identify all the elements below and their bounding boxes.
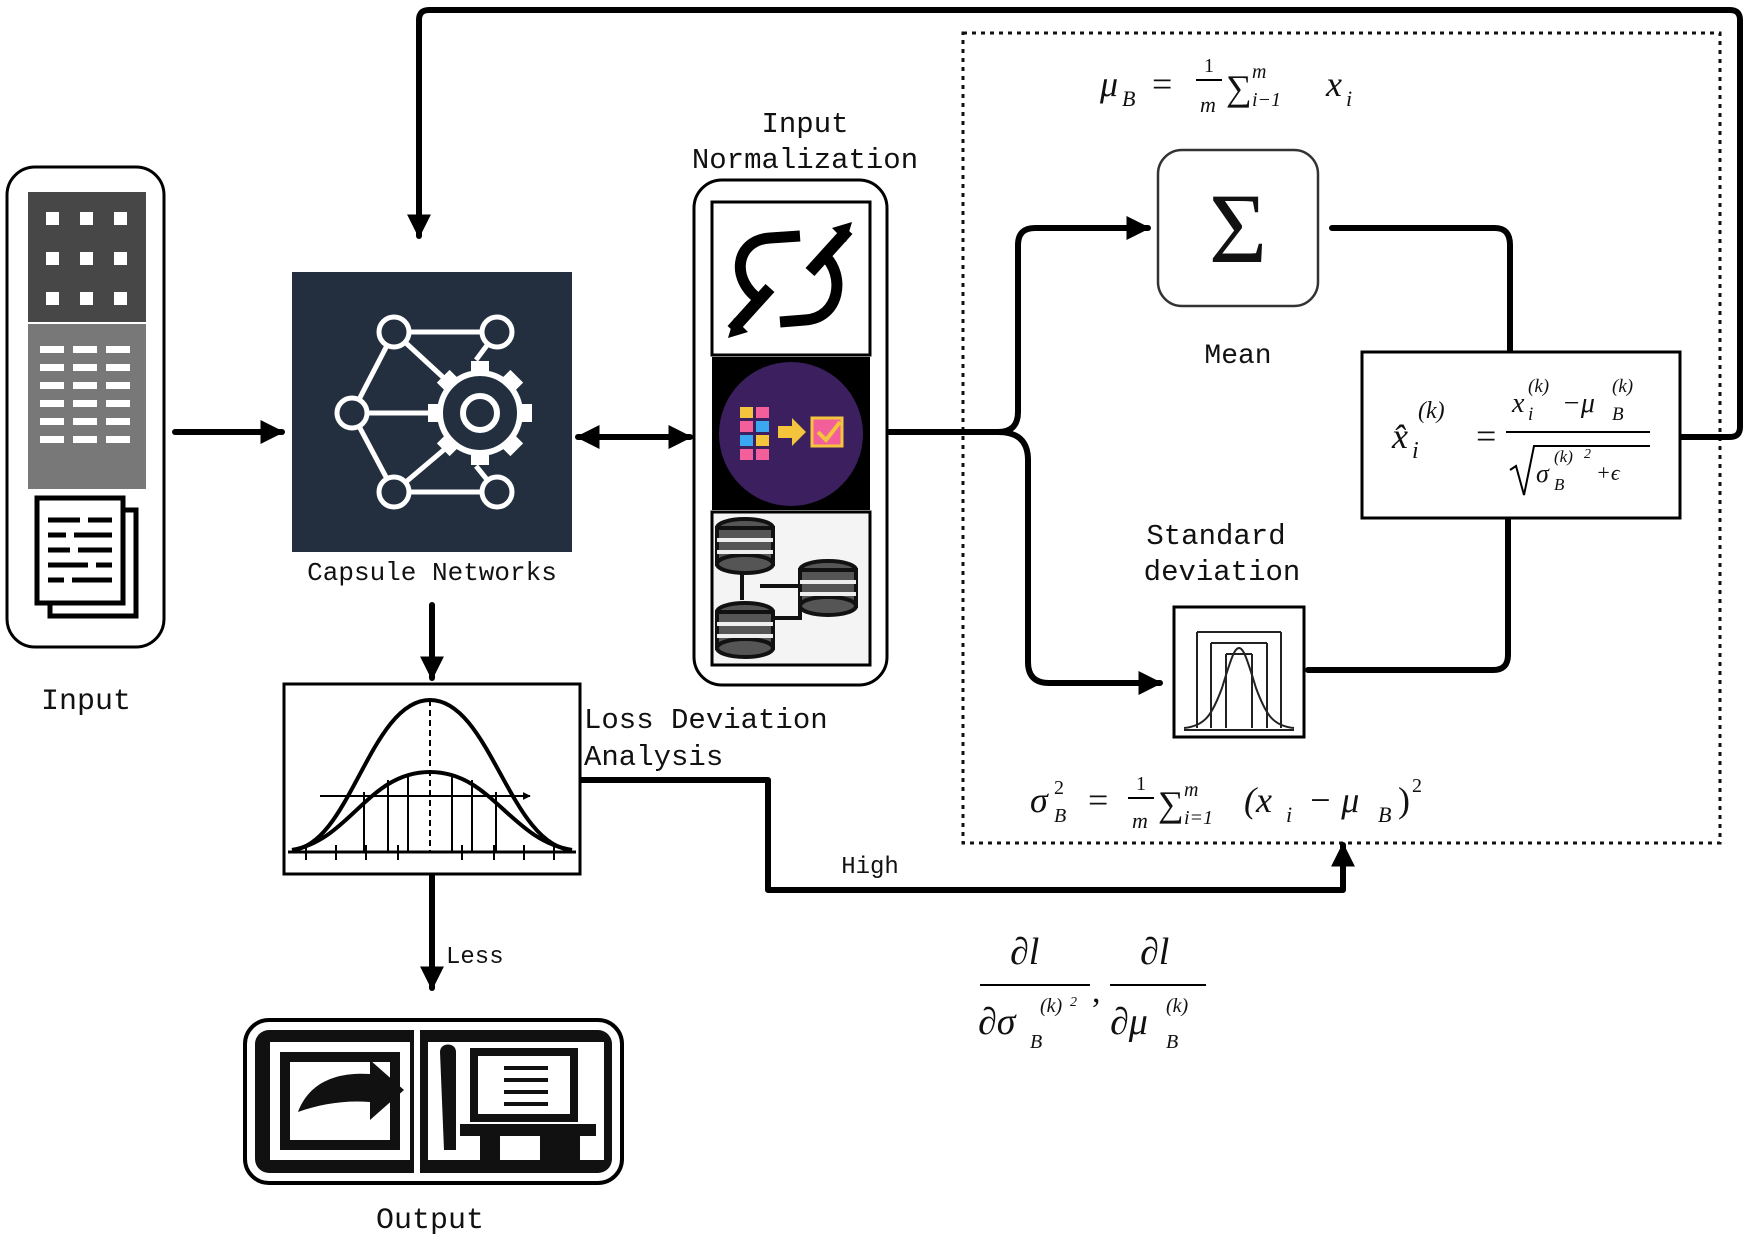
grad-den1-sq: 2 (1070, 995, 1077, 1010)
grad-den2: ∂μ (1110, 1001, 1148, 1043)
sigma-sum: ∑ (1158, 784, 1184, 824)
grad-den2-sub: B (1166, 1031, 1178, 1053)
gear-icon (428, 361, 532, 465)
loss-label-line2: Analysis (584, 741, 723, 774)
xhat-den-plus: +ϵ (1596, 460, 1621, 485)
mean-label: Mean (1204, 341, 1271, 372)
mu-frac-num: 1 (1204, 55, 1214, 77)
arrow-feedback-loop (407, 7, 1743, 440)
input-normalization-panel (692, 178, 889, 687)
sigma-close-sup: 2 (1412, 775, 1422, 797)
sigma-mu-sub: B (1378, 802, 1391, 827)
sigma-symbol: σ (1030, 780, 1049, 820)
std-label-line2: deviation (1144, 556, 1301, 589)
grad-den1-sub: B (1030, 1031, 1042, 1053)
bell-curve-icon (1183, 631, 1295, 731)
std-label-line1: Standard (1146, 520, 1285, 553)
normalized-formula-box: x̂ (k) i = x (k) i −μ (k) B σ (k) 2 B +ϵ (1360, 350, 1682, 520)
database-network-icon (715, 517, 858, 659)
document-stack-icon (34, 495, 139, 619)
mu-sum-lower: i−1 (1252, 89, 1281, 111)
xhat-eq: = (1476, 416, 1496, 456)
sigma-sub: B (1054, 805, 1066, 827)
loss-label-line1: Loss Deviation (584, 704, 828, 737)
xhat-symbol: x̂ (1391, 416, 1408, 456)
std-deviation-box (1172, 605, 1306, 739)
export-arrow-icon (270, 1042, 410, 1160)
xhat-num-x-sub: i (1528, 404, 1533, 425)
xhat-num-x: x (1511, 388, 1525, 419)
input-label: Input (41, 685, 131, 719)
sum-icon: Σ (1209, 173, 1267, 284)
task-board-icon (719, 362, 863, 506)
mu-sum-sup: m (1252, 61, 1266, 83)
connectors (172, 7, 1743, 991)
xhat-num-x-sup: (k) (1528, 376, 1549, 397)
sigma-body-sub: i (1286, 802, 1292, 827)
xhat-num-mu-sub: B (1612, 404, 1624, 425)
mu-sub: B (1122, 86, 1135, 111)
xhat-den-sigma-sub: B (1554, 475, 1565, 494)
mu-eq: = (1152, 64, 1172, 104)
sigma-frac-den: m (1132, 808, 1148, 833)
sigma-close: ) (1398, 780, 1410, 820)
mu-x: x (1325, 64, 1342, 104)
mean-formula: μ B = 1 m ∑ m i−1 x i (1099, 55, 1352, 117)
mean-box: Σ (1156, 148, 1320, 308)
input-normalization-label-line1: Input (761, 108, 848, 141)
xhat-den-sigma-sq: 2 (1584, 447, 1591, 462)
arrow-loss-high (577, 777, 1355, 893)
output-label: Output (376, 1204, 484, 1237)
grad-den1: ∂σ (978, 1001, 1017, 1043)
sigma-sup: 2 (1054, 777, 1064, 799)
line-mean-to-formula (1329, 225, 1513, 353)
input-panel (5, 165, 166, 649)
xhat-sub: i (1412, 438, 1419, 464)
sigma-frac-num: 1 (1136, 773, 1146, 795)
sigma-eq: = (1088, 780, 1108, 820)
variance-formula: σ 2 B = 1 m ∑ m i=1 (x i − μ B ) 2 (1030, 773, 1422, 833)
grad-num2: ∂l (1140, 931, 1169, 973)
report-printer-icon (428, 1042, 604, 1160)
high-label: High (841, 854, 899, 881)
sigma-sum-lower: i=1 (1184, 807, 1213, 829)
sigma-minus-mu: − μ (1308, 780, 1359, 820)
capsule-network-icon (292, 272, 572, 552)
xhat-den-sigma-sup: (k) (1554, 447, 1573, 466)
xhat-sup: (k) (1418, 398, 1445, 424)
mu-frac-den: m (1200, 92, 1216, 117)
grad-den2-sup: (k) (1166, 995, 1189, 1017)
arrow-to-std (995, 429, 1163, 695)
svg-text:x̂: x̂ (1391, 416, 1408, 456)
mu-sum: ∑ (1226, 68, 1252, 108)
mu-x-sub: i (1346, 86, 1352, 111)
server-rack-icon (28, 192, 146, 489)
grad-den1-sup: (k) (1040, 995, 1063, 1017)
arrow-to-mean (885, 216, 1151, 435)
xhat-num-minus: −μ (1562, 388, 1595, 419)
grad-comma: , (1092, 973, 1101, 1010)
grad-num1: ∂l (1010, 931, 1039, 973)
line-std-to-formula (1305, 517, 1511, 673)
input-normalization-label-line2: Normalization (692, 144, 918, 177)
gradient-formula: ∂l ∂σ (k) 2 B , ∂l ∂μ (k) B (978, 931, 1206, 1053)
loss-deviation-chart (282, 682, 582, 876)
sigma-body: (x (1244, 780, 1272, 820)
xhat-num-mu-sup: (k) (1612, 376, 1633, 397)
mu-symbol: μ (1099, 64, 1118, 104)
output-panel (243, 1018, 624, 1185)
xhat-den-sigma: σ (1536, 459, 1550, 488)
capsule-networks-label: Capsule Networks (307, 558, 557, 588)
less-label: Less (446, 944, 504, 971)
sigma-sum-sup: m (1184, 779, 1198, 801)
